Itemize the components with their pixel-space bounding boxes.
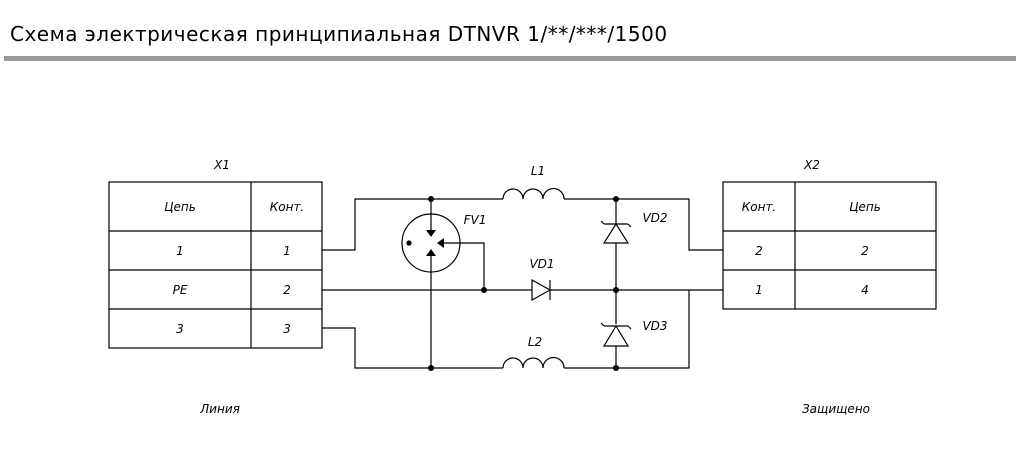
l2-label: L2 <box>528 335 542 349</box>
vd1-label: VD1 <box>529 257 554 271</box>
arrester-body <box>401 213 461 273</box>
junctions <box>428 196 619 371</box>
diode-vd1: VD1 <box>529 257 555 302</box>
diode-symbol <box>531 278 552 302</box>
connector-x2: X2 Конт. Цепь 2 2 1 4 Защищено <box>722 158 937 416</box>
x1-row-contact: 3 <box>283 322 291 336</box>
x1-row-circuit: 3 <box>176 322 184 336</box>
diagram-title: Схема электрическая принципиальная DTNVR… <box>10 22 668 46</box>
arrester-dot <box>406 240 412 246</box>
diode-symbol <box>602 222 630 244</box>
x1-row-circuit: 1 <box>176 244 184 258</box>
title-underline <box>4 56 1016 61</box>
x2-row-circuit: 2 <box>861 244 869 258</box>
vd3-label: VD3 <box>642 319 667 333</box>
x2-caption: Защищено <box>802 402 870 416</box>
junction-dot <box>613 365 619 371</box>
inductor-l1: L1 <box>502 164 565 200</box>
x1-table-border <box>108 181 323 349</box>
diode-symbol <box>602 324 630 347</box>
diode-vd3: VD3 <box>600 319 668 347</box>
arrester-fv1: FV1 <box>401 213 487 273</box>
x2-table-border <box>722 181 937 310</box>
fv1-label: FV1 <box>464 213 487 227</box>
x1-label: X1 <box>213 158 230 172</box>
wire <box>616 198 723 251</box>
l1-label: L1 <box>531 164 545 178</box>
x1-header-circuit: Цепь <box>164 200 196 214</box>
diode-cathode-tick <box>627 223 632 228</box>
x2-row-contact: 1 <box>755 283 763 297</box>
arrow-left-icon <box>437 238 444 248</box>
inductor-coil <box>502 356 565 369</box>
diode-cathode-tick <box>600 220 605 225</box>
connector-x1: X1 Цепь Конт. 1 1 PE 2 3 3 Линия <box>108 158 323 416</box>
junction-dot <box>613 287 619 293</box>
junction-dot <box>428 196 434 202</box>
x1-row-contact: 1 <box>283 244 291 258</box>
arrow-down-icon <box>426 230 436 237</box>
x1-row-contact: 2 <box>283 283 291 297</box>
junction-dot <box>481 287 487 293</box>
wire <box>446 242 485 290</box>
x2-header-circuit: Цепь <box>849 200 881 214</box>
wire <box>616 290 690 369</box>
diode-cathode-tick <box>627 325 632 330</box>
x2-label: X2 <box>803 158 820 172</box>
vd2-label: VD2 <box>642 211 667 225</box>
junction-dot <box>428 365 434 371</box>
x1-header-contact: Конт. <box>270 200 305 214</box>
x2-row-circuit: 4 <box>861 283 869 297</box>
x2-header-contact: Конт. <box>742 200 777 214</box>
x2-row-contact: 2 <box>755 244 763 258</box>
arrow-up-icon <box>426 249 436 256</box>
wire <box>322 327 503 369</box>
inductor-coil <box>502 187 565 200</box>
diode-vd2: VD2 <box>600 211 668 244</box>
junction-dot <box>613 196 619 202</box>
diode-cathode-tick <box>600 322 605 327</box>
inductor-l2: L2 <box>502 335 565 369</box>
x1-row-circuit: PE <box>173 283 188 297</box>
x1-caption: Линия <box>199 402 240 416</box>
